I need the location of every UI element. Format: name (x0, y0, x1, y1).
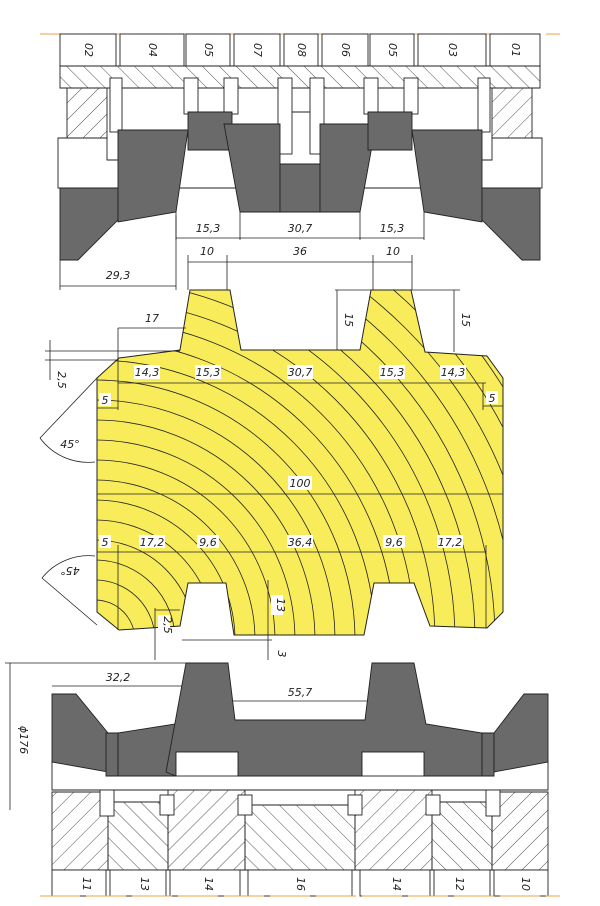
bottom-knife-label-row (51, 869, 549, 897)
dim-tenon-height-left: 15 (342, 313, 355, 327)
top-dimensions: 15,3 30,7 15,3 10 36 10 29,3 (59, 212, 425, 290)
dim-seg-2: 15,3 (196, 366, 221, 379)
dim-bottom-seg-1: 17,2 (140, 536, 165, 549)
dim-groove-1: 15,3 (196, 222, 221, 235)
bottom-cutter-set: ϕ176 32,2 55,7 (5, 662, 560, 897)
workpiece-body (96, 289, 504, 636)
knife-label: 13 (138, 877, 151, 891)
dim-bottom-chamfer-height: 2,5 (161, 616, 174, 634)
knife-label: 16 (294, 877, 307, 891)
top-knife-label-row (59, 33, 541, 67)
workpiece-top-dimensions: 17 2,5 15 15 14,3 15,3 30,7 15,3 14,3 (39, 289, 503, 463)
dim-bottom-left-offset: 32,2 (106, 671, 131, 684)
bottom-hatched-spacers (51, 789, 549, 871)
dim-seg-4: 15,3 (380, 366, 405, 379)
dim-bottom-seg-2: 9,6 (199, 536, 217, 549)
dim-tenon-gap: 36 (293, 245, 307, 258)
dim-tenon-1: 10 (200, 245, 214, 258)
knife-label: 02 (82, 43, 95, 57)
knife-label: 05 (202, 43, 215, 57)
knife-label: 12 (453, 877, 466, 891)
dim-groove-offset: 3 (275, 651, 288, 658)
bottom-cutter-knives (51, 662, 549, 777)
knife-label: 03 (446, 43, 459, 57)
knife-label: 10 (519, 877, 532, 891)
workpiece-overall-dimension: 100 (97, 476, 503, 495)
workpiece-bottom-dimensions: 5 17,2 9,6 36,4 9,6 17,2 45° 2,5 13 3 (41, 535, 487, 660)
dim-center: 30,7 (288, 222, 313, 235)
knife-label: 06 (339, 43, 352, 57)
dim-edge-left: 5 (102, 394, 109, 407)
knife-label: 11 (80, 877, 93, 891)
dim-tenon-2: 10 (386, 245, 400, 258)
knife-label: 14 (202, 877, 215, 891)
dim-groove-depth: 13 (274, 598, 287, 612)
dim-chamfer-angle-top: 45° (60, 438, 80, 451)
dim-seg-5: 14,3 (441, 366, 466, 379)
dim-tooth-spacing: 55,7 (288, 686, 313, 699)
dim-bottom-seg-4: 9,6 (385, 536, 403, 549)
top-hatched-spacers (59, 65, 541, 139)
dim-groove-2: 15,3 (380, 222, 405, 235)
bottom-knife-labels: 11 13 14 16 14 12 10 (80, 877, 532, 891)
top-knife-labels: 02 04 05 07 08 06 05 03 01 (82, 43, 522, 57)
knife-label: 01 (509, 43, 522, 57)
dim-bottom-edge-left: 5 (102, 536, 109, 549)
knife-label: 04 (146, 43, 159, 57)
dim-seg-1: 14,3 (135, 366, 160, 379)
knife-label: 05 (386, 43, 399, 57)
top-cutter-knives (59, 111, 541, 261)
dim-left-offset: 29,3 (106, 269, 131, 282)
knife-label: 14 (390, 877, 403, 891)
dim-bottom-seg-5: 17,2 (438, 536, 463, 549)
knife-label: 07 (251, 43, 264, 57)
workpiece-profile: 17 2,5 15 15 14,3 15,3 30,7 15,3 14,3 (39, 289, 504, 660)
dim-chamfer-angle-bottom: 45° (60, 564, 80, 577)
dim-shoulder-offset: 17 (145, 312, 159, 325)
dim-overall-width: 100 (290, 477, 311, 490)
dim-bottom-seg-3: 36,4 (288, 536, 313, 549)
dim-diameter: ϕ176 (17, 726, 30, 754)
top-cutter-set: 02 04 05 07 08 06 05 03 01 (40, 33, 560, 290)
knife-label: 08 (295, 43, 308, 57)
dim-edge-right: 5 (489, 392, 496, 405)
dim-tenon-height-right: 15 (459, 313, 472, 327)
dim-chamfer-height: 2,5 (55, 371, 68, 389)
dim-seg-3: 30,7 (288, 366, 313, 379)
